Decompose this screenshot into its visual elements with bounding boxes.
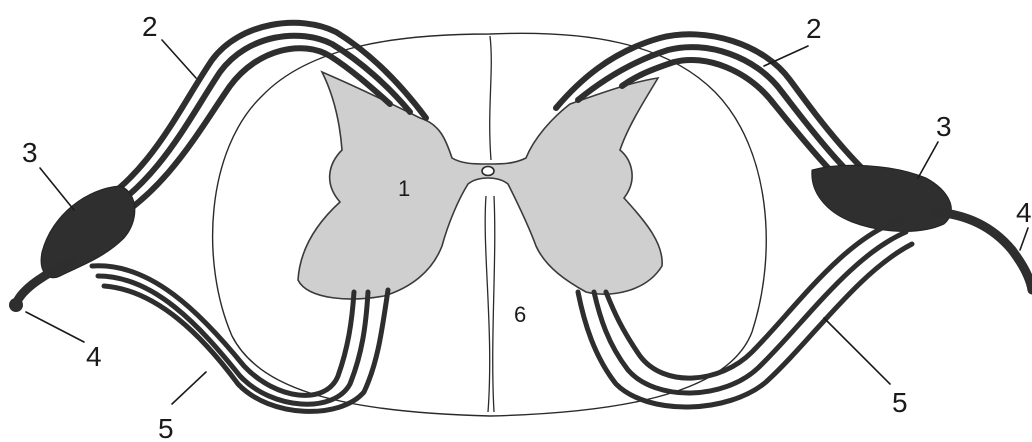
label-4-right: 4 (1016, 197, 1032, 228)
label-2-right: 2 (806, 13, 822, 44)
leader-3-right (918, 142, 938, 178)
label-2-left: 2 (142, 11, 158, 42)
label-3-right: 3 (936, 111, 952, 142)
label-5-right: 5 (892, 387, 908, 418)
label-5-left: 5 (158, 413, 174, 442)
spinal-ganglion-left (41, 186, 135, 278)
spinal-nerve-end-left (9, 298, 23, 312)
spinal-ganglion-right (812, 165, 952, 231)
leader-4-left (26, 312, 84, 342)
leader-2-left (162, 40, 196, 78)
leader-3-left (40, 168, 74, 210)
label-3-left: 3 (22, 137, 38, 168)
label-4-left: 4 (86, 341, 102, 372)
leader-5-right (824, 318, 890, 384)
leader-5-left (172, 372, 206, 404)
label-6: 6 (514, 302, 526, 327)
leader-2-right (764, 46, 808, 66)
central-canal (482, 167, 494, 176)
label-1: 1 (398, 176, 410, 201)
leader-4-right (1020, 228, 1028, 250)
